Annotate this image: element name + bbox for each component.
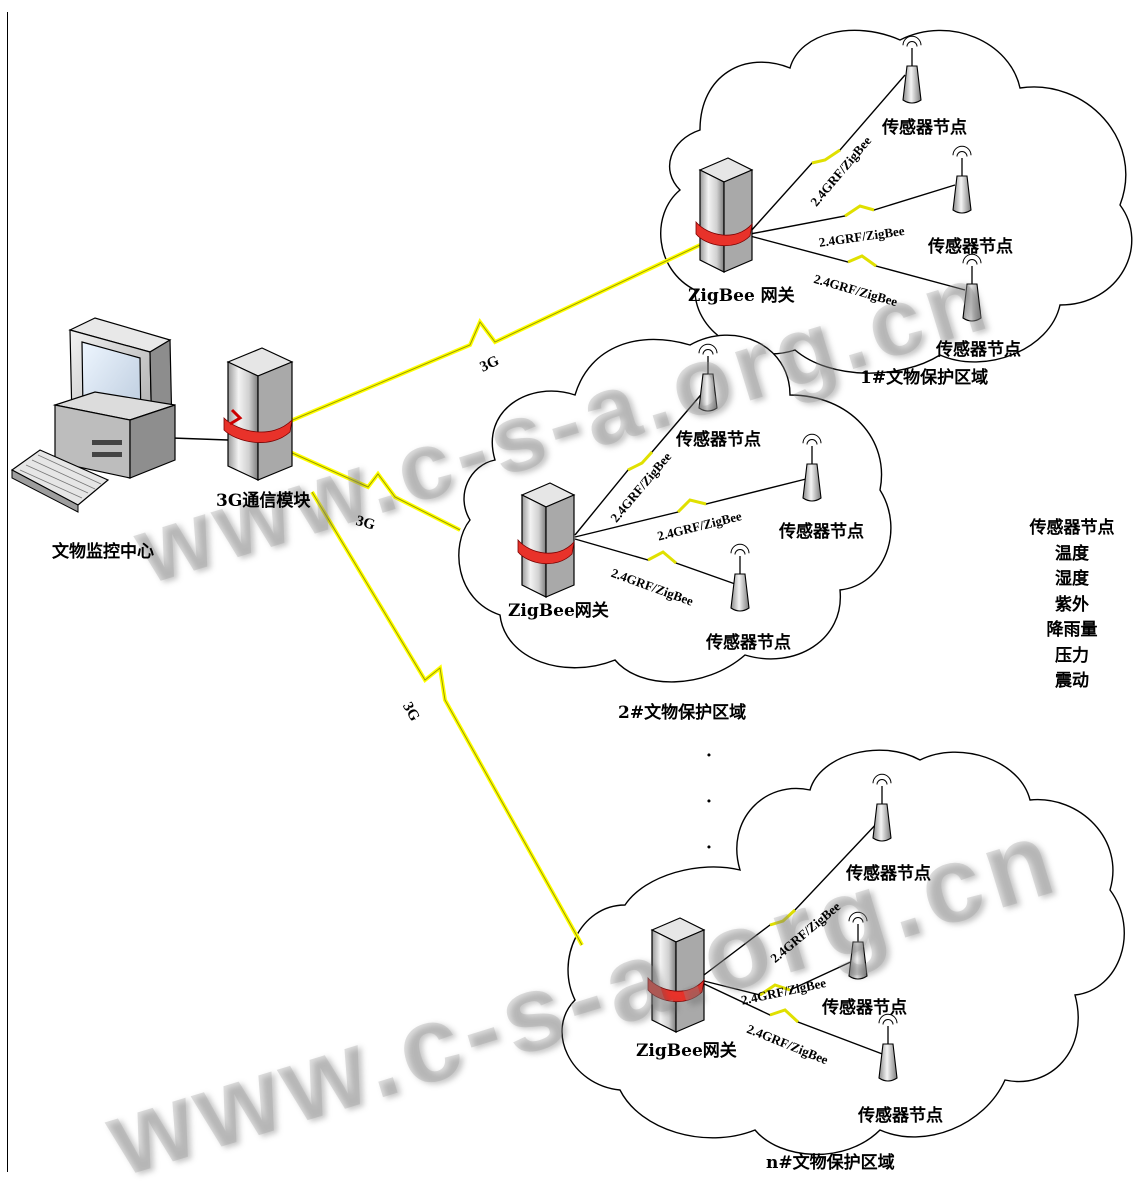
rf-links-zone-2 [574, 389, 811, 586]
zone-2-name-label: 2#文物保护区域 [618, 703, 747, 723]
continuation-dot-1: · [706, 746, 712, 766]
pc-cable [171, 437, 229, 441]
sensor-antenna-icon [802, 433, 822, 502]
zone-2-gateway-tower-icon [517, 482, 576, 598]
comm-module-label: 3G通信模块 [216, 491, 311, 511]
zone-1-gateway-label: ZigBee 网关 [688, 286, 795, 306]
legend-title: 传感器节点 [1029, 518, 1115, 538]
continuation-dot-2: · [706, 792, 712, 812]
legend-item: 压力 [1055, 645, 1089, 666]
legend-item: 震动 [1055, 671, 1089, 691]
sensor-antenna-icon [730, 543, 750, 612]
sensor-antenna-icon [848, 911, 868, 980]
zone-1-sensor-label-2: 传感器节点 [928, 237, 1013, 257]
zone-2-gateway-label: ZigBee网关 [508, 601, 609, 621]
computer-icon [10, 317, 176, 513]
sensor-legend: 传感器节点 温度 湿度 紫外 降雨量 压力 震动 [1012, 516, 1132, 695]
zone-1-cloud [660, 29, 1133, 374]
legend-item: 温度 [1055, 543, 1089, 564]
zone-2-sensor-label-2: 传感器节点 [779, 522, 864, 542]
zone-1-sensor-label-1: 传感器节点 [882, 118, 967, 138]
3g-module-tower-icon [223, 347, 294, 481]
legend-item: 湿度 [1055, 569, 1089, 589]
monitor-center-label: 文物监控中心 [52, 542, 154, 562]
zone-n-name-label: n#文物保护区域 [766, 1153, 895, 1173]
sensor-antenna-icon [962, 253, 982, 322]
zone-1-gateway-tower-icon [695, 157, 754, 273]
sensor-antenna-icon [952, 145, 972, 214]
zone-n-sensor-label-3: 传感器节点 [858, 1106, 943, 1126]
zone-n-sensor-label-2: 传感器节点 [822, 998, 907, 1018]
left-border [7, 12, 8, 1172]
sensor-antenna-icon [872, 773, 892, 842]
sensor-antenna-icon [698, 343, 718, 412]
zone-n-sensor-label-1: 传感器节点 [846, 864, 931, 884]
zone-n-gateway-label: ZigBee网关 [636, 1041, 737, 1061]
zone-n-gateway-tower-icon [647, 917, 706, 1033]
zone-2-cloud [458, 334, 892, 683]
sensor-antenna-icon [902, 35, 922, 104]
rf-links-zone-1 [749, 74, 966, 291]
rf-links-zone-n [699, 819, 886, 1056]
continuation-dot-3: · [706, 838, 712, 858]
sensor-antenna-icon [878, 1013, 898, 1082]
zone-2-sensor-label-1: 传感器节点 [676, 430, 761, 450]
zone-n-cloud [561, 749, 1125, 1156]
sensor-antennas [698, 35, 982, 1082]
zone-1-name-label: 1#文物保护区域 [860, 368, 989, 388]
legend-item: 降雨量 [1046, 620, 1098, 640]
legend-item: 紫外 [1055, 594, 1089, 615]
zone-1-sensor-label-3: 传感器节点 [936, 340, 1021, 360]
zone-2-sensor-label-3: 传感器节点 [706, 633, 791, 653]
